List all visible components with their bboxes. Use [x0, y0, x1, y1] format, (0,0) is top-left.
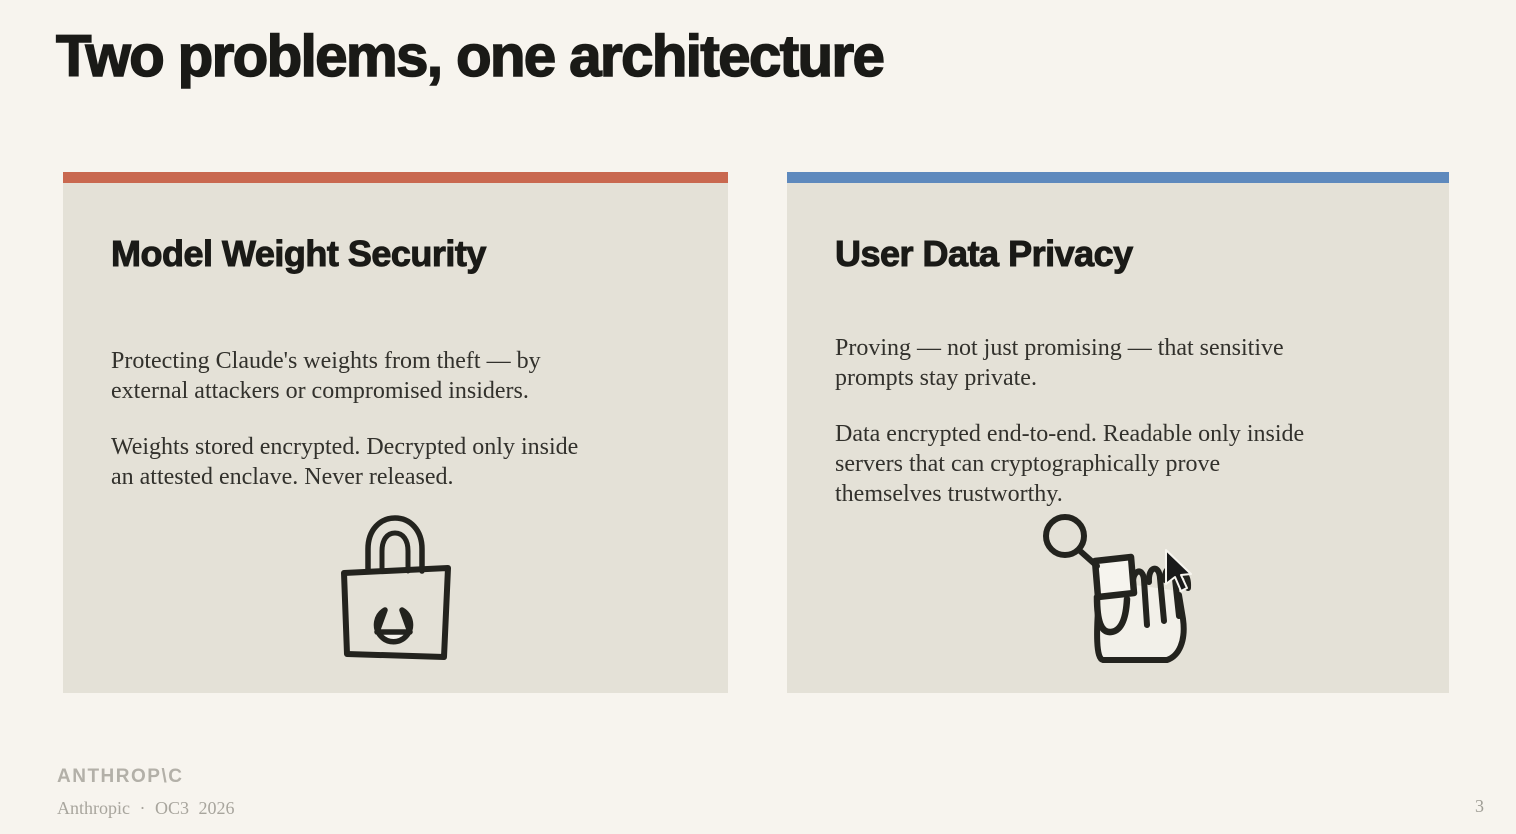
key-ring: [1043, 514, 1087, 558]
lock-icon: [341, 515, 451, 660]
key-stem: [1076, 547, 1100, 569]
security-paragraph-2: Weights stored encrypted. Decrypted only…: [111, 434, 579, 490]
lock-body: [341, 565, 451, 660]
security-paragraph-1: Protecting Claude's weights from theft —…: [111, 348, 541, 404]
security-accent-bar: [63, 172, 728, 183]
card-model-weight-security: Model Weight Security Protecting Claude'…: [63, 172, 728, 693]
security-card-heading: Model Weight Security: [111, 233, 487, 275]
lock-keyhole: [373, 607, 414, 645]
privacy-paragraph-2: Data encrypted end-to-end. Readable only…: [835, 421, 1305, 507]
anthropic-logo: ANTHROP\C: [57, 766, 184, 787]
footer-caption: Anthropic · OC3 2026: [57, 798, 235, 818]
security-card-content: Model Weight Security Protecting Claude'…: [63, 183, 728, 693]
privacy-accent-bar: [787, 172, 1449, 183]
hand-thumb: [1093, 593, 1131, 636]
card-user-data-privacy: User Data Privacy Proving — not just pro…: [787, 172, 1449, 693]
lock-shackle-outer: [365, 515, 425, 574]
privacy-card-heading: User Data Privacy: [835, 233, 1134, 275]
privacy-paragraph-1: Proving — not just promising — that sens…: [835, 335, 1284, 391]
lock-shackle-inner: [379, 530, 411, 574]
key-head: [1091, 553, 1138, 601]
hand-holding-key-icon: [1043, 514, 1192, 663]
mouse-cursor-icon: [1165, 549, 1192, 592]
page-number: 3: [1475, 796, 1484, 816]
slide-title: Two problems, one architecture: [55, 23, 885, 90]
privacy-card-content: User Data Privacy Proving — not just pro…: [787, 183, 1449, 693]
